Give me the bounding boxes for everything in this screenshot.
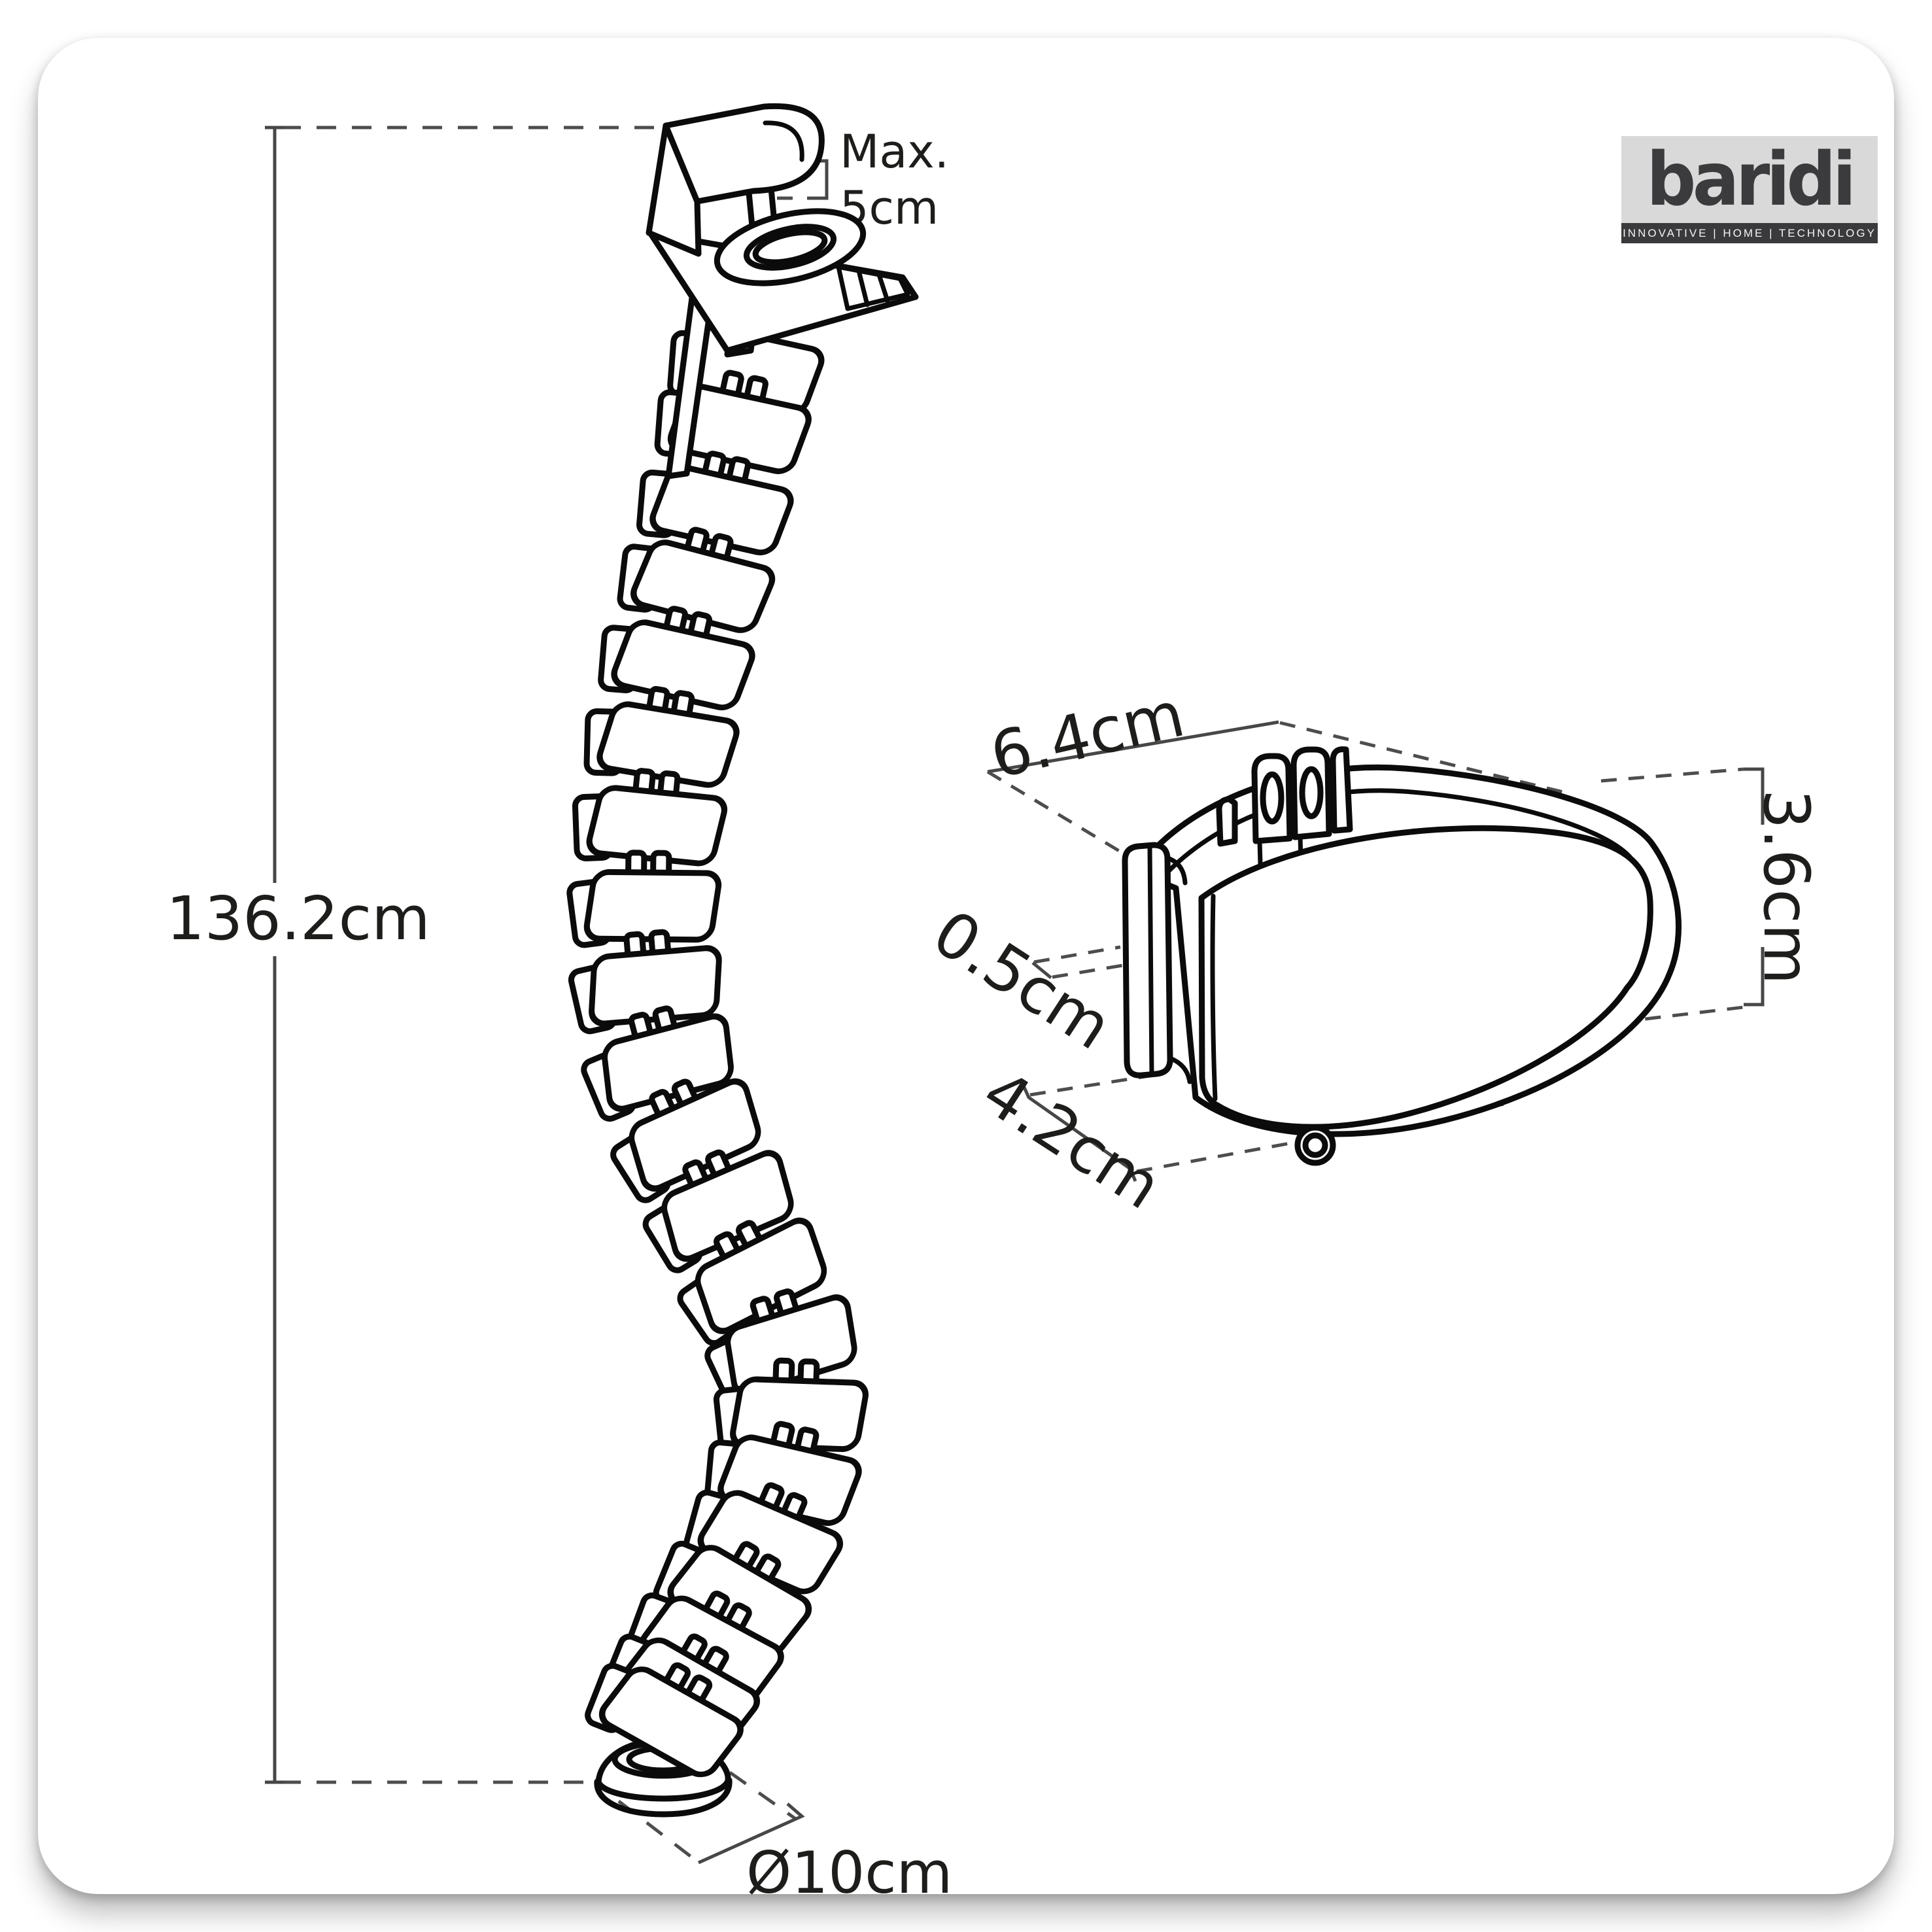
diagram-canvas: 136.2cm Max. 5cm Ø10cm 6.4cm: [166, 103, 1823, 1906]
clip-thickness-label: 0.5cm: [920, 896, 1124, 1064]
clip-depth-label: 4.2cm: [970, 1056, 1174, 1224]
clip-height-dimension: 3.6cm: [1590, 767, 1823, 1027]
clip-width-label: 6.4cm: [984, 678, 1191, 793]
clip-height-label: 3.6cm: [1750, 789, 1823, 985]
brand-name: baridi: [1646, 137, 1856, 222]
brand-tagline-band: INNOVATIVE | HOME | TECHNOLOGY: [1621, 223, 1878, 243]
cable-spine-illustration: [566, 311, 869, 1778]
spine-vertebra: [713, 1357, 869, 1455]
spine-vertebra: [566, 850, 722, 948]
spine-vertebra: [653, 1540, 812, 1657]
brand-logo: baridi INNOVATIVE | HOME | TECHNOLOGY: [1621, 136, 1878, 243]
brand-logo-box: baridi: [1621, 136, 1878, 223]
base-diameter-label: Ø10cm: [746, 1839, 952, 1906]
spine-vertebra: [677, 1217, 827, 1347]
base-diameter-dimension: Ø10cm: [617, 1770, 952, 1906]
spine-vertebra: [568, 929, 722, 1035]
clip-thickness-dimension: 0.5cm: [920, 896, 1147, 1064]
spine-height-label: 136.2cm: [166, 884, 430, 954]
spine-vertebra: [598, 606, 755, 711]
brand-tagline: INNOVATIVE | HOME | TECHNOLOGY: [1623, 226, 1876, 239]
clamp-max-label-line1: Max.: [840, 125, 949, 179]
image-card: 136.2cm Max. 5cm Ø10cm 6.4cm: [38, 38, 1894, 1906]
spine-vertebra: [572, 768, 728, 867]
spine-vertebra: [583, 685, 740, 788]
height-dimension: 136.2cm: [166, 126, 664, 1784]
spine-vertebra: [610, 1078, 761, 1203]
spine-vertebra: [636, 451, 794, 556]
spine-vertebra: [581, 1005, 734, 1122]
cable-clip-illustration: [1122, 746, 1682, 1166]
desk-clamp-illustration: [646, 103, 919, 479]
spine-vertebra: [585, 1662, 744, 1778]
spine-vertebra: [642, 1149, 794, 1273]
spine-vertebra: [617, 526, 776, 633]
